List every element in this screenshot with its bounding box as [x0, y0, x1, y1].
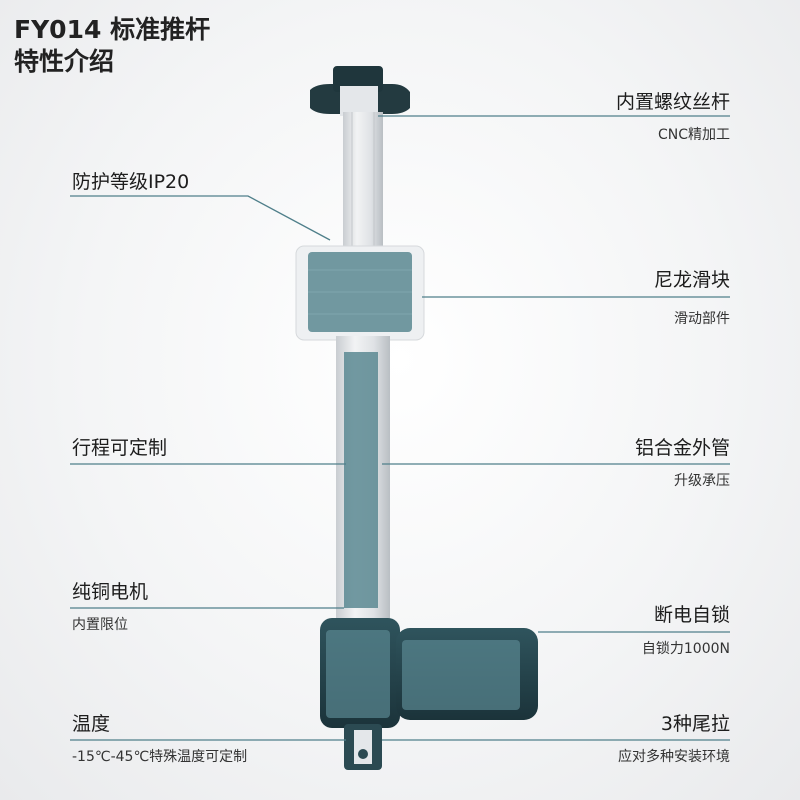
title-line-2: 特性介绍: [14, 47, 115, 76]
callout-rear-sub: 应对多种安装环境: [618, 749, 730, 765]
leader-lines: [70, 115, 730, 741]
callout-motor-label: 纯铜电机: [72, 581, 149, 603]
callout-selflock-label: 断电自锁: [653, 604, 730, 626]
rear-clevis: [344, 724, 382, 770]
front-mount: [310, 66, 410, 116]
callout-temperature-sub: -15℃-45℃特殊温度可定制: [72, 749, 248, 765]
callout-stroke-label: 行程可定制: [72, 437, 168, 459]
page-title: FY014 标准推杆 特性介绍: [14, 14, 210, 78]
callout-slider-sub: 滑动部件: [674, 311, 730, 327]
inner-rod: [343, 112, 383, 252]
callout-tube-label: 铝合金外管: [634, 437, 730, 459]
aluminum-tube: [336, 336, 390, 626]
callout-tube-sub: 升级承压: [674, 473, 730, 489]
motor-body: [320, 618, 538, 728]
callout-protection-label: 防护等级IP20: [72, 171, 190, 193]
callout-slider-label: 尼龙滑块: [653, 269, 730, 291]
callout-screw-label: 内置螺纹丝杆: [615, 91, 730, 113]
title-line-1: FY014 标准推杆: [14, 15, 211, 44]
callout-selflock-sub: 自锁力1000N: [641, 641, 730, 657]
callout-motor-sub: 内置限位: [72, 617, 128, 633]
callout-rear-label: 3种尾拉: [660, 713, 730, 735]
callout-screw-sub: CNC精加工: [657, 127, 730, 143]
callout-temperature-label: 温度: [72, 713, 111, 735]
nylon-slider: [295, 245, 425, 341]
leader-protection: [70, 195, 331, 241]
